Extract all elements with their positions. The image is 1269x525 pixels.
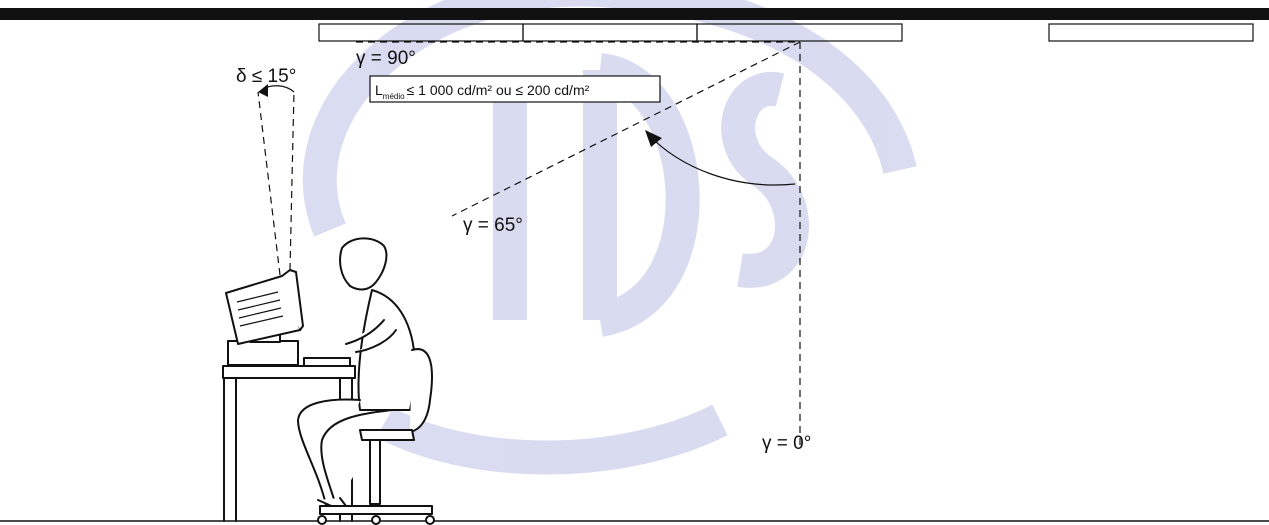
luminance-symbol: L (375, 82, 383, 98)
luminance-value-text: ≤ 1 000 cd/m² ou ≤ 200 cd/m² (407, 82, 590, 98)
watermark-logo (302, 0, 917, 475)
gamma-65-line (451, 41, 801, 217)
luminance-callout: Lmédio≤ 1 000 cd/m² ou ≤ 200 cd/m² (369, 75, 661, 103)
gamma-90-label: γ = 90° (356, 48, 416, 69)
delta-line-2 (257, 91, 281, 276)
delta-line-1 (289, 89, 295, 271)
delta-arrow-head-icon (258, 84, 268, 97)
computer (225, 269, 351, 367)
angle-arrow-head-icon (645, 130, 662, 147)
office-chair (317, 348, 435, 525)
luminaire-row-left (318, 23, 903, 42)
gamma-0-label: γ = 0° (762, 433, 811, 454)
luminance-subscript: médio (383, 92, 405, 101)
gamma-65-label: γ = 65° (463, 215, 523, 236)
luminance-label: Lmédio≤ 1 000 cd/m² ou ≤ 200 cd/m² (375, 82, 590, 101)
angle-arrow (647, 133, 796, 186)
ceiling (0, 8, 1269, 20)
delta-angle-label: δ ≤ 15° (236, 66, 296, 87)
luminaire-right (1048, 23, 1254, 42)
